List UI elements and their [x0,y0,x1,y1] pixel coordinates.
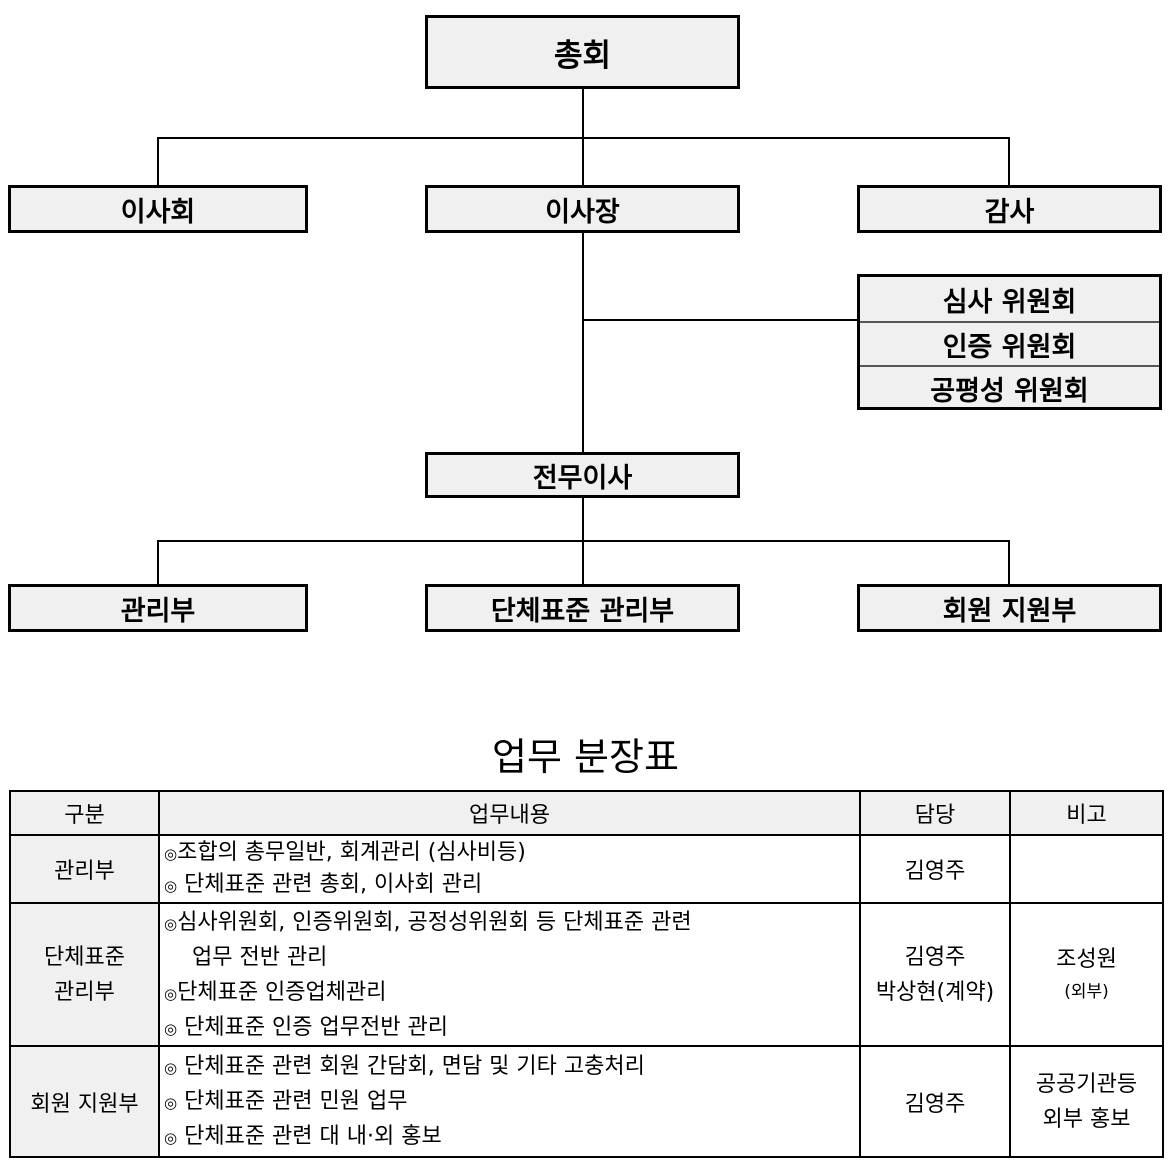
dept-name: 관리부 [54,979,115,1005]
general-assembly-label: 총회 [553,37,612,74]
general-assembly-box: 총회 [425,15,740,89]
standards-dept-label: 단체표준 관리부 [490,595,675,627]
chairman-label: 이사장 [545,196,620,228]
duty-item: ◎심사위원회, 인증위원회, 공정성위원회 등 단체표준 관련 [164,909,692,935]
duties-table: 구분 업무내용 담당 비고 관리부 ◎조합의 총무일반, 회계관리 (심사비등)… [9,790,1164,1158]
duty-item: ◎ 단체표준 관련 민원 업무 [164,1089,408,1114]
duties-cell: ◎조합의 총무일반, 회계관리 (심사비등) ◎ 단체표준 관련 총회, 이사회… [158,834,861,904]
connector-chairman-down [582,232,584,453]
bullet-marker: ◎ [164,1129,178,1147]
member-dept-box: 회원 지원부 [857,584,1162,632]
bullet-marker: ◎ [164,877,178,895]
duties-table-title: 업무 분장표 [492,735,679,779]
bullet-marker: ◎ [164,984,178,1003]
member-dept-label: 회원 지원부 [942,595,1077,627]
duty-item: 업무 전반 관리 [192,944,328,970]
connector-auditor-down [1008,137,1010,185]
connector-committees [582,319,858,321]
duty-item: ◎ 단체표준 관련 회원 간담회, 면담 및 기타 고충처리 [164,1054,645,1079]
manager-name: 김영주 [904,859,966,884]
table-header-row: 구분 업무내용 담당 비고 [9,790,1164,836]
connector-admin-down [157,540,159,585]
manager-cell: 김영주 박상현(계약) [859,902,1011,1047]
committee-certification: 인증 위원회 [860,321,1159,365]
duty-item: ◎ 단체표준 관련 대 내·외 홍보 [164,1124,442,1149]
executive-director-box: 전무이사 [425,452,740,498]
header-duties: 업무내용 [158,790,861,836]
connector-bottom-horizontal [157,540,1010,542]
dept-cell: 회원 지원부 [9,1045,160,1158]
dept-name: 회원 지원부 [30,1091,139,1117]
dept-cell: 단체표준 관리부 [9,902,160,1047]
dept-cell: 관리부 [9,834,160,904]
dept-name: 단체표준 [44,944,125,970]
note-cell [1009,834,1164,904]
chairman-box: 이사장 [425,185,740,233]
board-box: 이사회 [8,185,308,233]
bullet-marker: ◎ [164,914,178,933]
bullet-marker: ◎ [164,845,178,863]
connector-member-down [1008,540,1010,585]
note-text: 공공기관등 [1035,1071,1138,1097]
auditor-box: 감사 [857,185,1162,233]
note-text: 외부 홍보 [1042,1106,1131,1132]
manager-cell: 김영주 [859,1045,1011,1158]
connector-board-down [157,137,159,185]
note-text: 조성원 [1056,946,1117,972]
committee-group: 심사 위원회 인증 위원회 공평성 위원회 [857,274,1162,410]
header-manager: 담당 [859,790,1011,836]
connector-top-horizontal [157,137,1010,139]
duty-item: ◎ 단체표준 인증 업무전반 관리 [164,1014,448,1040]
standards-dept-box: 단체표준 관리부 [425,584,740,632]
connector-assembly-down [582,88,584,185]
manager-name: 김영주 [904,944,966,970]
header-category: 구분 [9,790,160,836]
bullet-marker: ◎ [164,1059,178,1077]
auditor-label: 감사 [984,196,1035,228]
table-row: 관리부 ◎조합의 총무일반, 회계관리 (심사비등) ◎ 단체표준 관련 총회,… [9,834,1164,904]
manager-name: 김영주 [904,1091,966,1117]
bullet-marker: ◎ [164,1019,178,1038]
table-row: 단체표준 관리부 ◎심사위원회, 인증위원회, 공정성위원회 등 단체표준 관련… [9,902,1164,1047]
admin-dept-label: 관리부 [120,595,196,627]
duty-item: ◎단체표준 인증업체관리 [164,979,387,1005]
duty-item: ◎조합의 총무일반, 회계관리 (심사비등) [164,840,526,865]
duties-cell: ◎심사위원회, 인증위원회, 공정성위원회 등 단체표준 관련 업무 전반 관리… [158,902,861,1047]
bullet-marker: ◎ [164,1094,178,1112]
admin-dept-box: 관리부 [8,584,308,632]
dept-name: 관리부 [54,859,115,884]
committee-fairness: 공평성 위원회 [860,365,1159,409]
executive-director-label: 전무이사 [532,462,633,494]
duties-cell: ◎ 단체표준 관련 회원 간담회, 면담 및 기타 고충처리 ◎ 단체표준 관련… [158,1045,861,1158]
committee-review: 심사 위원회 [942,286,1077,318]
manager-name: 박상현(계약) [875,979,995,1005]
duty-item: ◎ 단체표준 관련 총회, 이사회 관리 [164,872,483,897]
table-row: 회원 지원부 ◎ 단체표준 관련 회원 간담회, 면담 및 기타 고충처리 ◎ … [9,1045,1164,1158]
board-label: 이사회 [120,196,196,228]
note-cell: 공공기관등 외부 홍보 [1009,1045,1164,1158]
header-note: 비고 [1009,790,1164,836]
note-subtext: (외부) [1064,981,1109,1002]
note-cell: 조성원 (외부) [1009,902,1164,1047]
manager-cell: 김영주 [859,834,1011,904]
